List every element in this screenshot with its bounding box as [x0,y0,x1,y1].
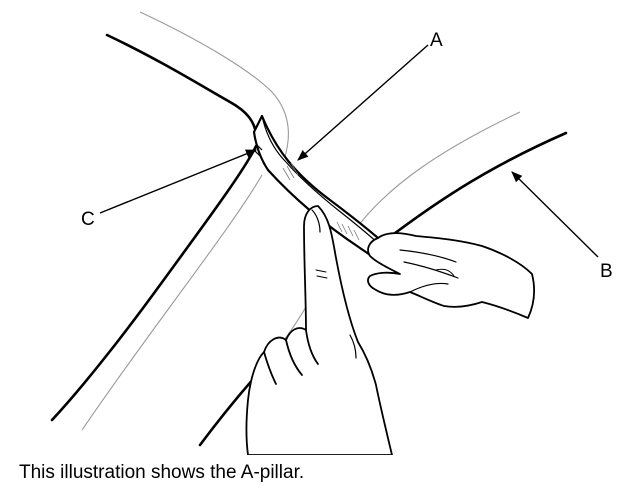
windshield-frame-line [50,144,258,422]
callout-leaders [99,44,599,258]
door-frame-line [370,131,568,252]
trim-hatching [282,162,360,241]
callout-b-label: B [600,261,613,282]
a-pillar-illustration: A B C [50,11,613,455]
leader-a [297,44,429,161]
roof-line [105,33,258,135]
leader-c [99,149,258,214]
leader-b [511,171,599,258]
windshield-inner-edge [81,174,263,431]
left-hand [245,205,393,455]
door-glass-edge [357,111,521,227]
roof-glass-edge [139,11,289,161]
right-hand [367,232,535,319]
figure-caption: This illustration shows the A-pillar. [19,462,305,483]
callout-a-label: A [430,30,443,51]
callout-c-label: C [81,209,95,230]
